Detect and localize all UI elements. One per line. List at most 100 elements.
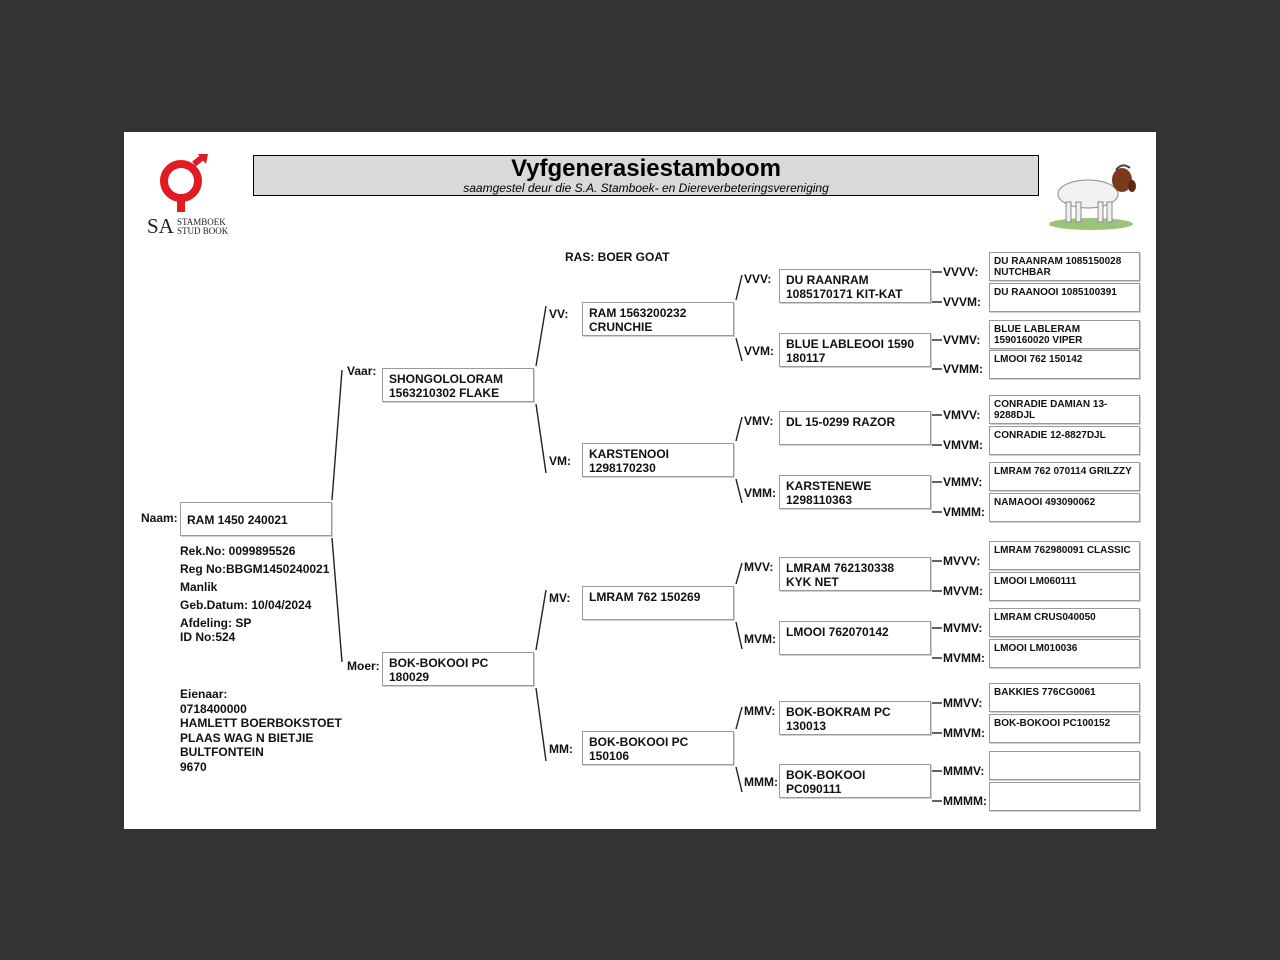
gen4-label-mmmm: MMMM: bbox=[943, 794, 987, 808]
gen4-box-vvvm: DU RAANOOI 1085100391 bbox=[989, 283, 1140, 312]
connector-line bbox=[735, 337, 743, 362]
animal-detail-line: Geb.Datum: 10/04/2024 bbox=[180, 598, 312, 612]
logo-symbol-icon bbox=[160, 153, 208, 212]
connector-line bbox=[535, 305, 547, 367]
gen3-box-vmv: DL 15-0299 RAZOR bbox=[779, 411, 931, 445]
gen4-label-vvmm: VVMM: bbox=[943, 362, 983, 376]
animal-detail-line: Afdeling: SP bbox=[180, 616, 252, 630]
owner-detail-line: 0718400000 bbox=[180, 701, 247, 716]
gen3-box-mvm: LMOOI 762070142 bbox=[779, 621, 931, 655]
gen4-label-vmmm: VMMM: bbox=[943, 505, 985, 519]
gen4-label-mvvv: MVVV: bbox=[943, 554, 981, 568]
connector-line bbox=[735, 621, 743, 650]
owner-detail-line: BULTFONTEIN bbox=[180, 745, 264, 759]
logo-line2: STUD BOOK bbox=[177, 226, 229, 236]
owner-detail-line: PLAAS WAG N BIETJIE bbox=[180, 730, 314, 745]
animal-name-label: Naam: bbox=[141, 511, 178, 525]
gen4-label-vmvm: VMVM: bbox=[943, 438, 983, 452]
gen3-label-vmv: VMV: bbox=[744, 414, 774, 428]
connector-line bbox=[535, 589, 547, 651]
goat-illustration bbox=[1044, 162, 1138, 232]
gen4-box-vmmv: LMRAM 762 070114 GRILZZY bbox=[989, 462, 1140, 491]
owner-detail-line: Eienaar: bbox=[180, 687, 228, 701]
logo-line1: STAMBOEK bbox=[177, 217, 226, 227]
gen4-box-mmmv bbox=[989, 751, 1140, 780]
connector-line bbox=[331, 537, 343, 663]
connector-line bbox=[735, 274, 743, 301]
gen4-box-vmvv: CONRADIE DAMIAN 13-9288DJL bbox=[989, 395, 1140, 424]
gen2-label-mm: MM: bbox=[549, 742, 573, 756]
owner-detail-line: HAMLETT BOERBOKSTOET bbox=[180, 716, 342, 730]
breed-label: RAS: BOER GOAT bbox=[565, 250, 670, 264]
gen2-label-mv: MV: bbox=[549, 591, 571, 605]
gen4-label-mmvm: MMVM: bbox=[943, 726, 985, 740]
connector-line bbox=[735, 706, 743, 730]
connector-line bbox=[735, 766, 743, 793]
page-title: Vyfgenerasiestamboom bbox=[511, 155, 781, 182]
connector-line bbox=[735, 478, 743, 504]
pedigree-lines bbox=[331, 271, 942, 802]
gen4-label-mmmv: MMMV: bbox=[943, 764, 985, 778]
gen4-label-mvmm: MVMM: bbox=[943, 651, 985, 665]
owner-detail-line: 9670 bbox=[180, 759, 207, 774]
animal-detail-line: Rek.No: 0099895526 bbox=[180, 544, 296, 558]
gen4-label-mmvv: MMVV: bbox=[943, 696, 983, 710]
gen4-box-mvvm: LMOOI LM060111 bbox=[989, 572, 1140, 601]
gen4-box-vmmm: NAMAOOI 493090062 bbox=[989, 493, 1140, 522]
goat-icon bbox=[1049, 164, 1136, 230]
sire-label: Vaar: bbox=[347, 364, 377, 378]
connector-line bbox=[331, 369, 343, 501]
gen3-label-vvv: VVV: bbox=[744, 272, 772, 286]
dam-label: Moer: bbox=[347, 659, 380, 673]
gen3-label-mvm: MVM: bbox=[744, 632, 776, 646]
pedigree-document: SA STAMBOEK STUD BOOK Vyfgenerasiestambo… bbox=[124, 132, 1156, 829]
gen4-box-vvmm: LMOOI 762 150142 bbox=[989, 350, 1140, 379]
gen4-box-vmvm: CONRADIE 12-8827DJL bbox=[989, 426, 1140, 455]
gen4-label-vvvv: VVVV: bbox=[943, 265, 979, 279]
sa-studbook-logo: SA STAMBOEK STUD BOOK bbox=[144, 153, 234, 238]
gen3-label-mmv: MMV: bbox=[744, 704, 776, 718]
animal-detail-line: Reg No:BBGM1450240021 bbox=[180, 562, 330, 576]
connector-line bbox=[535, 687, 547, 762]
gen2-label-vv: VV: bbox=[549, 307, 569, 321]
gen4-label-vvmv: VVMV: bbox=[943, 333, 981, 347]
connector-line bbox=[735, 416, 743, 442]
gen3-label-vmm: VMM: bbox=[744, 486, 776, 500]
connector-line bbox=[535, 403, 547, 474]
gen4-box-mmvm: BOK-BOKOOI PC100152 bbox=[989, 714, 1140, 743]
gen4-label-vvvm: VVVM: bbox=[943, 295, 982, 309]
gen2-box-mv: LMRAM 762 150269 bbox=[582, 586, 734, 620]
page-subtitle: saamgestel deur die S.A. Stamboek- en Di… bbox=[463, 181, 829, 195]
title-banner: Vyfgenerasiestamboom saamgestel deur die… bbox=[253, 155, 1039, 196]
gen4-box-mmmm bbox=[989, 782, 1140, 811]
gen4-box-mmvv: BAKKIES 776CG0061 bbox=[989, 683, 1140, 712]
gen4-label-mvmv: MVMV: bbox=[943, 621, 983, 635]
gen3-label-mmm: MMM: bbox=[744, 775, 778, 789]
gen3-label-vvm: VVM: bbox=[744, 344, 774, 358]
gen4-box-mvmv: LMRAM CRUS040050 bbox=[989, 608, 1140, 637]
gen4-box-mvmm: LMOOI LM010036 bbox=[989, 639, 1140, 668]
animal-detail-line: ID No:524 bbox=[180, 630, 236, 644]
gen4-label-vmmv: VMMV: bbox=[943, 475, 983, 489]
gen2-label-vm: VM: bbox=[549, 454, 571, 468]
gen4-box-mvvv: LMRAM 762980091 CLASSIC bbox=[989, 541, 1140, 570]
animal-detail-line: Manlik bbox=[180, 580, 218, 594]
gen4-label-vmvv: VMVV: bbox=[943, 408, 981, 422]
logo-sa-text: SA bbox=[147, 214, 174, 238]
gen4-label-mvvm: MVVM: bbox=[943, 584, 983, 598]
gen3-label-mvv: MVV: bbox=[744, 560, 774, 574]
animal-name-box: RAM 1450 240021 bbox=[180, 502, 332, 536]
